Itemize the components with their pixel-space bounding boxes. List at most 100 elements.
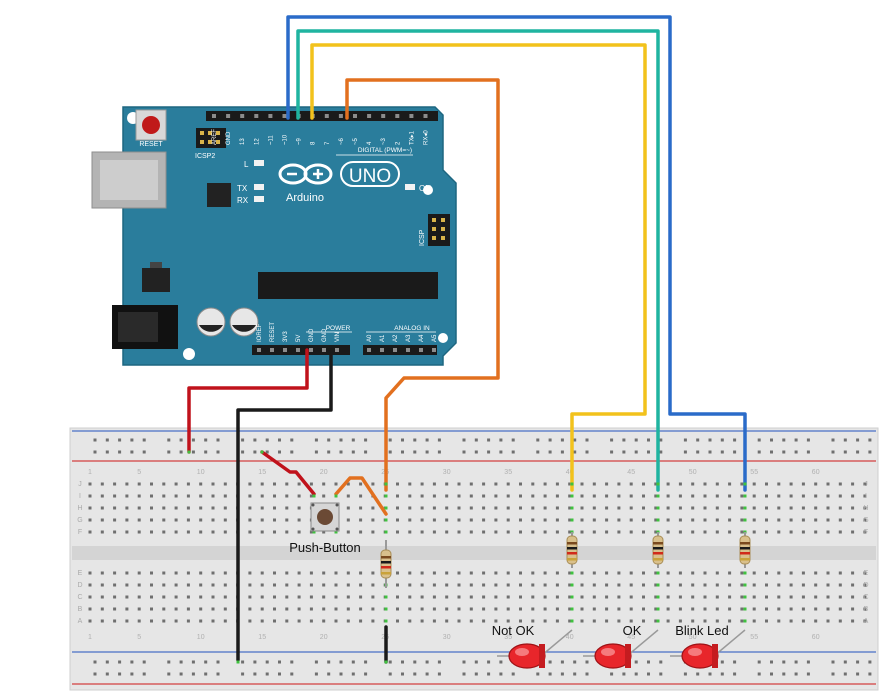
rail-hole [339, 672, 343, 676]
breadboard-hole [777, 518, 781, 522]
breadboard-hole [691, 506, 695, 510]
rail-hole [216, 450, 220, 454]
breadboard-hole [322, 583, 326, 587]
breadboard-hole [543, 530, 547, 534]
breadboard-hole [371, 482, 375, 486]
rail-hole [290, 450, 294, 454]
breadboard-hole [789, 619, 793, 623]
push-button[interactable] [310, 502, 340, 532]
breadboard-hole [555, 482, 559, 486]
breadboard-hole [494, 482, 498, 486]
breadboard-hole [260, 506, 264, 510]
digital-pin[interactable] [226, 114, 231, 118]
rail-hole [265, 672, 269, 676]
breadboard-hole [223, 518, 227, 522]
digital-pin[interactable] [268, 114, 273, 118]
rail-hole [843, 672, 847, 676]
breadboard-hole [838, 607, 842, 611]
breadboard-hole [494, 571, 498, 575]
rail-hole [462, 438, 466, 442]
breadboard-hole [666, 482, 670, 486]
digital-pin[interactable] [409, 114, 414, 118]
power-pin[interactable] [309, 348, 313, 352]
power-pin[interactable] [270, 348, 274, 352]
breadboard-hole [678, 482, 682, 486]
digital-pin[interactable] [353, 114, 357, 118]
rail-hole [856, 438, 860, 442]
rail-hole [241, 438, 245, 442]
connected-hole [570, 518, 574, 522]
power-pin[interactable] [296, 348, 300, 352]
connected-hole [384, 518, 388, 522]
breadboard-hole [728, 619, 732, 623]
analog-pin[interactable] [380, 348, 384, 352]
rail-hole [142, 450, 146, 454]
breadboard-hole [740, 619, 744, 623]
analog-pin[interactable] [419, 348, 423, 352]
resistor [380, 540, 392, 588]
rail-hole [413, 438, 417, 442]
digital-pin[interactable] [254, 114, 259, 118]
breadboard-hole [445, 518, 449, 522]
power-pin[interactable] [322, 348, 326, 352]
breadboard-hole [801, 583, 805, 587]
rail-hole [683, 450, 687, 454]
digital-pin[interactable] [324, 114, 329, 118]
rail-hole [351, 660, 355, 664]
digital-pin[interactable] [395, 114, 400, 118]
breadboard-hole [113, 518, 117, 522]
led-rx [254, 196, 264, 202]
breadboard-hole [273, 506, 276, 510]
breadboard-hole [691, 518, 695, 522]
analog-pin[interactable] [432, 348, 436, 352]
breadboard-hole [88, 571, 92, 575]
breadboard-hole [728, 518, 732, 522]
rail-hole [204, 450, 208, 454]
digital-pin[interactable] [240, 114, 245, 118]
breadboard-hole [285, 518, 289, 522]
rail-hole [794, 672, 798, 676]
rail-hole [179, 450, 183, 454]
breadboard-hole [752, 595, 756, 599]
power-pin[interactable] [283, 348, 287, 352]
breadboard-hole [125, 595, 129, 599]
digital-pin[interactable] [282, 114, 287, 118]
breadboard-hole [826, 530, 830, 534]
digital-pin[interactable] [338, 114, 343, 118]
rail-hole [843, 450, 847, 454]
breadboard-hole [715, 482, 719, 486]
row-letter: C [77, 594, 82, 601]
power-pin[interactable] [257, 348, 261, 352]
rail-hole [585, 438, 589, 442]
breadboard-hole [728, 482, 732, 486]
rail-hole [278, 438, 281, 442]
breadboard-hole [629, 607, 633, 611]
breadboard-hole [826, 518, 830, 522]
column-number: 35 [504, 469, 512, 476]
rail-hole [868, 672, 872, 676]
voltage-regulator [142, 268, 170, 292]
digital-pin[interactable] [212, 114, 216, 118]
breadboard-hole [777, 583, 781, 587]
digital-pin[interactable] [381, 114, 386, 118]
breadboard-hole [408, 595, 412, 599]
breadboard-hole [211, 619, 215, 623]
power-pin[interactable] [335, 348, 339, 352]
breadboard-hole [432, 482, 436, 486]
analog-pin[interactable] [406, 348, 410, 352]
breadboard-hole [691, 530, 695, 534]
breadboard-hole [814, 494, 818, 498]
breadboard-hole [260, 595, 264, 599]
digital-pin[interactable] [423, 114, 428, 118]
power-pin-label: GND [309, 328, 315, 342]
digital-pin[interactable] [367, 114, 372, 118]
connected-hole [384, 530, 388, 534]
breadboard-hole [457, 619, 461, 623]
analog-header [363, 345, 437, 355]
digital-pin-label: 13 [240, 138, 246, 145]
analog-pin[interactable] [367, 348, 371, 352]
analog-pin[interactable] [393, 348, 397, 352]
row-letter: J [864, 481, 868, 488]
breadboard-hole [125, 482, 129, 486]
capacitor [196, 307, 226, 337]
